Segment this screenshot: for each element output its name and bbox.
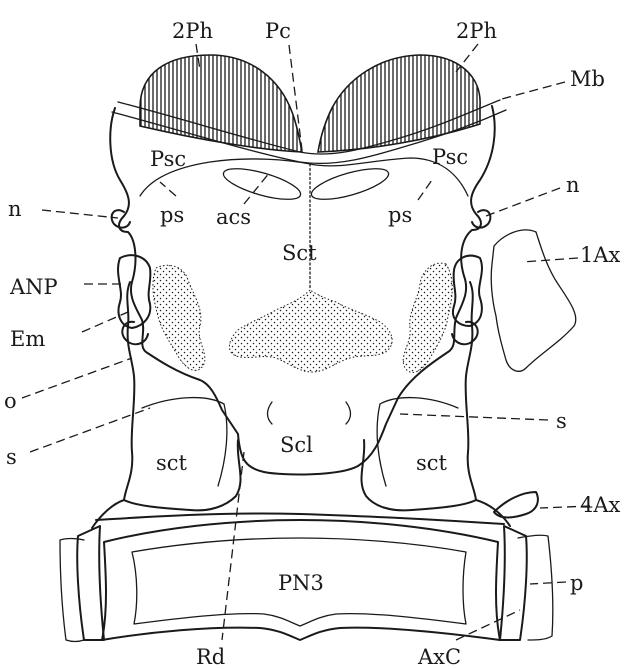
label-4ax: 4Ax — [580, 493, 621, 517]
leader-mb — [498, 82, 565, 100]
axc-strip-left — [77, 526, 104, 640]
label-axc: AxC — [417, 645, 461, 669]
label-em: Em — [10, 327, 45, 351]
leader-n-right — [486, 188, 560, 216]
leader-n-left — [42, 210, 118, 218]
leader-ps-left — [160, 182, 176, 196]
first-axillary — [491, 230, 576, 371]
phragma-left — [140, 55, 302, 152]
label-acs: acs — [216, 205, 251, 229]
leader-acs — [244, 172, 270, 204]
leader-s-right — [400, 414, 548, 420]
postnotum-outer — [96, 513, 504, 524]
scutum-stipple-left — [153, 265, 205, 370]
callosity-right — [309, 162, 392, 205]
label-1ax: 1Ax — [580, 243, 621, 267]
label-ps-right: ps — [388, 203, 412, 227]
label-ps-left: ps — [160, 203, 184, 227]
label-p: p — [570, 571, 583, 595]
label-sct-left: sct — [156, 451, 188, 475]
leader-o — [22, 358, 132, 398]
label-sct-upper: Sct — [282, 241, 317, 265]
scl-mark-left — [268, 402, 273, 424]
label-pc: Pc — [265, 19, 291, 43]
leader-ps-right — [418, 180, 432, 200]
p-strip-left — [60, 539, 84, 642]
label-s-right: s — [556, 409, 567, 433]
label-psc-left: Psc — [150, 147, 186, 171]
prescutal-suture — [140, 158, 468, 196]
label-scl: Scl — [280, 433, 313, 457]
label-n-left: n — [8, 197, 22, 221]
phragma-right — [318, 55, 480, 152]
p-strip-right — [518, 535, 553, 640]
label-anp: ANP — [9, 275, 58, 299]
label-2ph-left: 2Ph — [172, 19, 213, 43]
label-n-right: n — [566, 173, 580, 197]
label-mb: Mb — [570, 67, 605, 91]
label-pn3: PN3 — [278, 571, 324, 595]
callosity-left — [221, 162, 304, 205]
label-2ph-right: 2Ph — [456, 19, 497, 43]
leader-1ax — [522, 258, 578, 262]
label-sct-right: sct — [416, 451, 448, 475]
label-psc-right: Psc — [432, 145, 468, 169]
scutum-stipple-right — [403, 263, 452, 372]
label-o: o — [4, 389, 17, 413]
scutum-stipple-center — [229, 290, 392, 372]
scl-mark-right — [346, 402, 351, 424]
label-s-left: s — [6, 445, 17, 469]
leader-2ph-right — [456, 44, 478, 72]
axc-strip-right — [500, 526, 527, 640]
leader-p — [530, 582, 566, 584]
leader-rd — [222, 452, 244, 640]
label-rd: Rd — [196, 645, 225, 669]
